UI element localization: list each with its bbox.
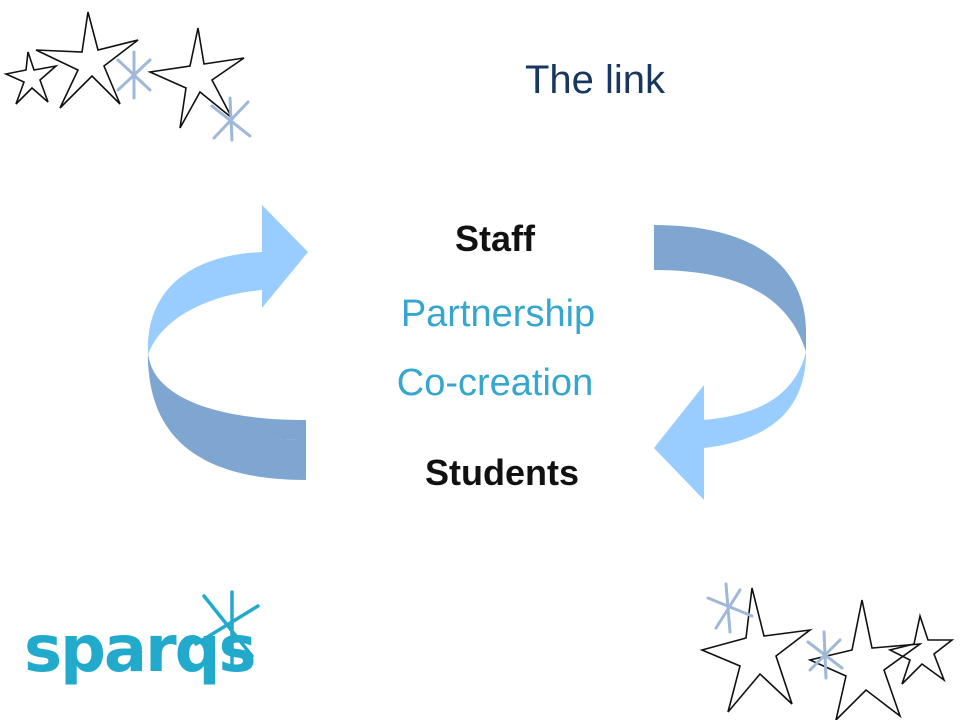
left-arrow-band-light <box>147 252 262 355</box>
sparkle-star-icon <box>194 590 260 668</box>
sparqs-logo: sparqs <box>24 613 257 687</box>
left-cycle-arrow <box>147 205 308 480</box>
stars-icon <box>3 11 245 129</box>
left-arrow-head <box>262 205 308 308</box>
partnership-label: Partnership <box>400 293 596 335</box>
left-arrow-band-dark <box>147 352 306 440</box>
left-arrow-band-dark-fill <box>148 355 306 480</box>
slide-title: The link <box>524 58 666 102</box>
sparkle-star-icon <box>706 582 844 680</box>
sparkle-star-icon <box>116 50 252 142</box>
right-cycle-arrow <box>654 225 806 500</box>
staff-label: Staff <box>455 218 535 259</box>
co-creation-label: Co-creation <box>396 362 594 404</box>
right-arrow-head <box>654 385 704 500</box>
right-arrow-band-dark <box>654 225 806 352</box>
students-label: Students <box>424 452 579 493</box>
right-arrow-band-light <box>704 352 806 448</box>
